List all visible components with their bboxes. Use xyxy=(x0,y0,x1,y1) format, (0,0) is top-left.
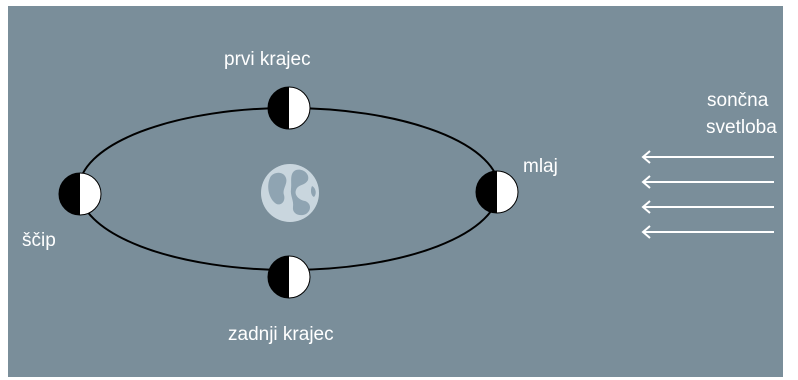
label-first-quarter: prvi krajec xyxy=(224,49,311,70)
diagram-background xyxy=(8,6,783,377)
moon-last-quarter xyxy=(267,255,311,299)
earth-icon xyxy=(261,164,319,222)
moon-first-quarter xyxy=(267,86,311,130)
sunlight-arrow xyxy=(641,175,774,189)
sunlight-arrow xyxy=(641,200,774,214)
label-sunlight-line2: svetloba xyxy=(706,117,777,138)
label-sunlight-line1: sončna xyxy=(707,90,769,111)
label-full-moon: ščip xyxy=(22,230,56,251)
sunlight-arrows xyxy=(641,150,774,239)
label-new-moon: mlaj xyxy=(523,156,558,177)
sunlight-arrow xyxy=(641,150,774,164)
sunlight-arrow xyxy=(641,225,774,239)
moon-new-moon xyxy=(475,170,519,214)
moon-full-moon xyxy=(58,172,102,216)
label-last-quarter: zadnji krajec xyxy=(228,324,334,345)
